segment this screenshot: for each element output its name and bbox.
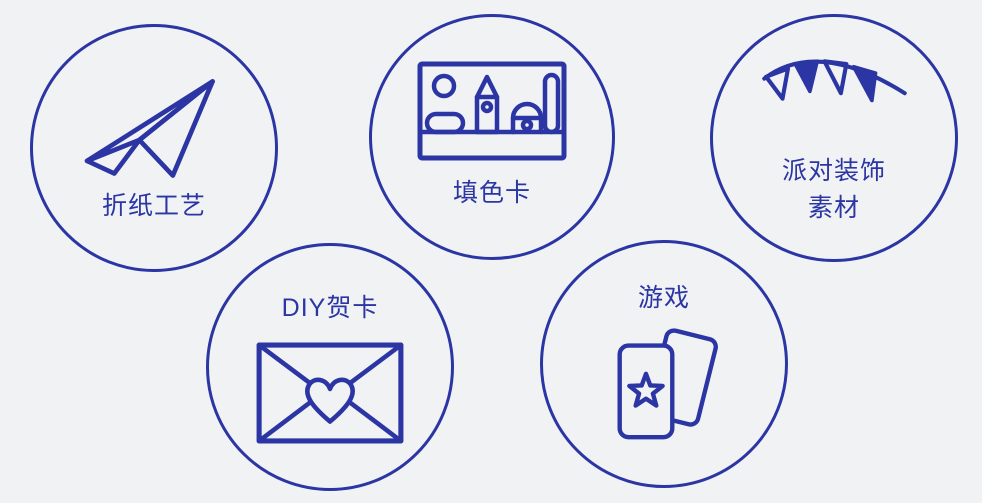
category-label-party-line1: 派对装饰 [781,156,886,185]
category-bubble-coloring[interactable]: 填色卡 [369,14,615,260]
playing-cards-icon [617,328,718,440]
coloring-card-icon [417,61,567,161]
category-bubble-party[interactable]: 派对装饰 素材 [710,14,958,262]
category-label-origami: 折纸工艺 [101,191,206,220]
category-label-party: 派对装饰 素材 [782,153,886,228]
envelope-heart-icon [256,342,404,444]
category-bubble-origami[interactable]: 折纸工艺 [30,24,278,272]
category-label-games: 游戏 [637,284,690,313]
category-bubble-games[interactable]: 游戏 [540,240,788,488]
category-label-coloring: 填色卡 [452,179,531,208]
category-label-party-line2: 素材 [807,194,860,222]
category-label-diycard: DIY贺卡 [281,294,379,323]
category-bubble-diycard[interactable]: DIY贺卡 [206,243,454,491]
paper-airplane-icon [84,78,215,178]
party-bunting-icon [761,58,907,102]
